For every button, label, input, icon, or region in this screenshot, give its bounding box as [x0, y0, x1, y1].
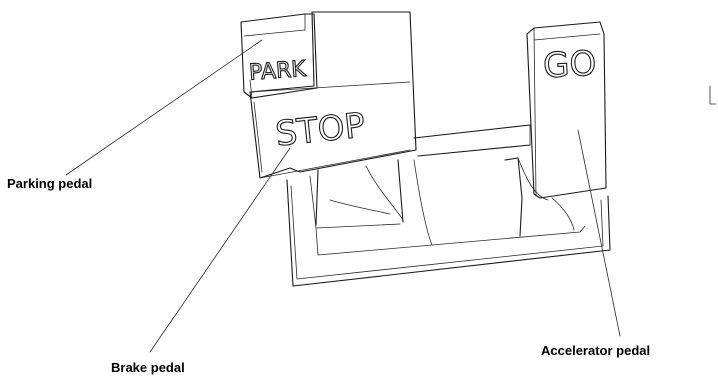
accelerator-leader-line: [577, 129, 621, 337]
accelerator-pedal-arm: [504, 157, 575, 237]
brake-leader-line: [149, 147, 291, 353]
edge-tick: [709, 85, 717, 105]
brake-pedal: STOP: [249, 11, 417, 179]
parking-pedal: PARK: [240, 13, 318, 99]
connecting-bar: [413, 124, 531, 157]
stop-text: STOP: [274, 105, 367, 154]
accelerator-pedal: GO: [526, 21, 607, 199]
parking-leader-line: [65, 39, 263, 176]
callout-lines: [65, 39, 621, 353]
brake-pedal-arm: [315, 159, 433, 246]
accelerator-pedal-label: Accelerator pedal: [541, 343, 650, 358]
parking-pedal-label: Parking pedal: [7, 176, 92, 191]
go-text: GO: [542, 44, 597, 87]
park-text: PARK: [248, 57, 307, 86]
pedal-base-tray: [286, 175, 611, 287]
brake-pedal-label: Brake pedal: [111, 360, 185, 375]
